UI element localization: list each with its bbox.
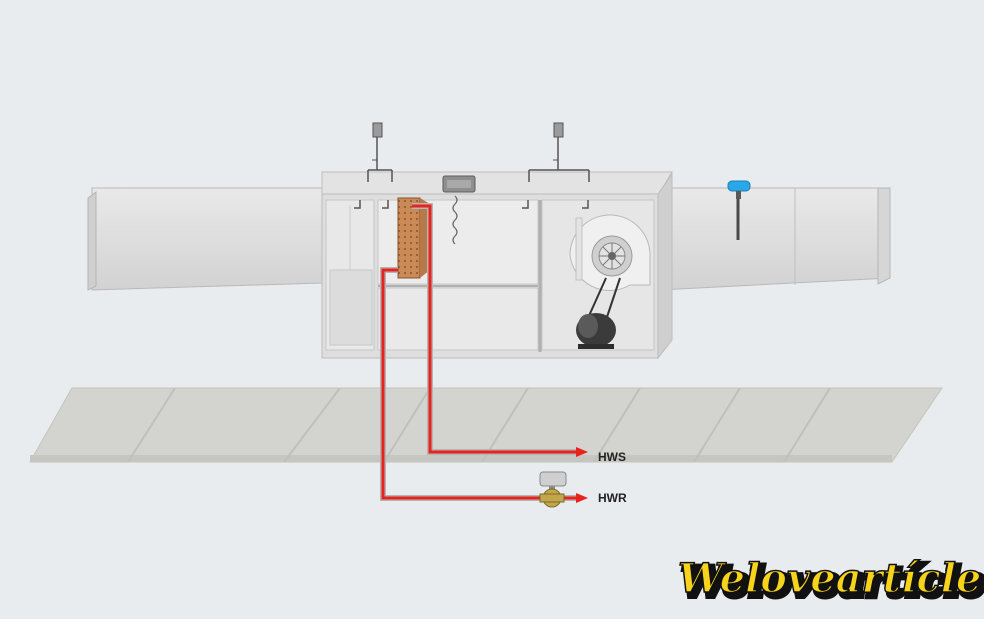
hot-water-return-pipe <box>380 267 588 503</box>
centrifugal-fan <box>569 214 651 291</box>
control-valve <box>539 471 567 508</box>
motor <box>576 313 616 349</box>
pressure-switch-filter <box>367 122 393 182</box>
watermark-logo: Weloveartícle Weloveartícle <box>677 554 984 609</box>
heating-coil <box>397 197 430 279</box>
watermark-shadow: Weloveartícle <box>682 559 984 606</box>
pressure-switch-fan <box>528 122 590 182</box>
floor <box>29 387 943 463</box>
return-duct <box>87 187 323 291</box>
supply-duct <box>659 187 891 291</box>
fan-belt <box>587 277 621 321</box>
probe-brackets <box>354 200 589 209</box>
watermark-text: Weloveartícle <box>678 555 981 602</box>
damper-spring-icon <box>452 195 458 245</box>
control-box <box>442 175 476 193</box>
hwr-label: HWR <box>598 491 627 505</box>
hws-label: HWS <box>598 450 626 464</box>
duct-sensor <box>727 180 751 240</box>
hot-water-supply-pipe <box>412 203 588 457</box>
